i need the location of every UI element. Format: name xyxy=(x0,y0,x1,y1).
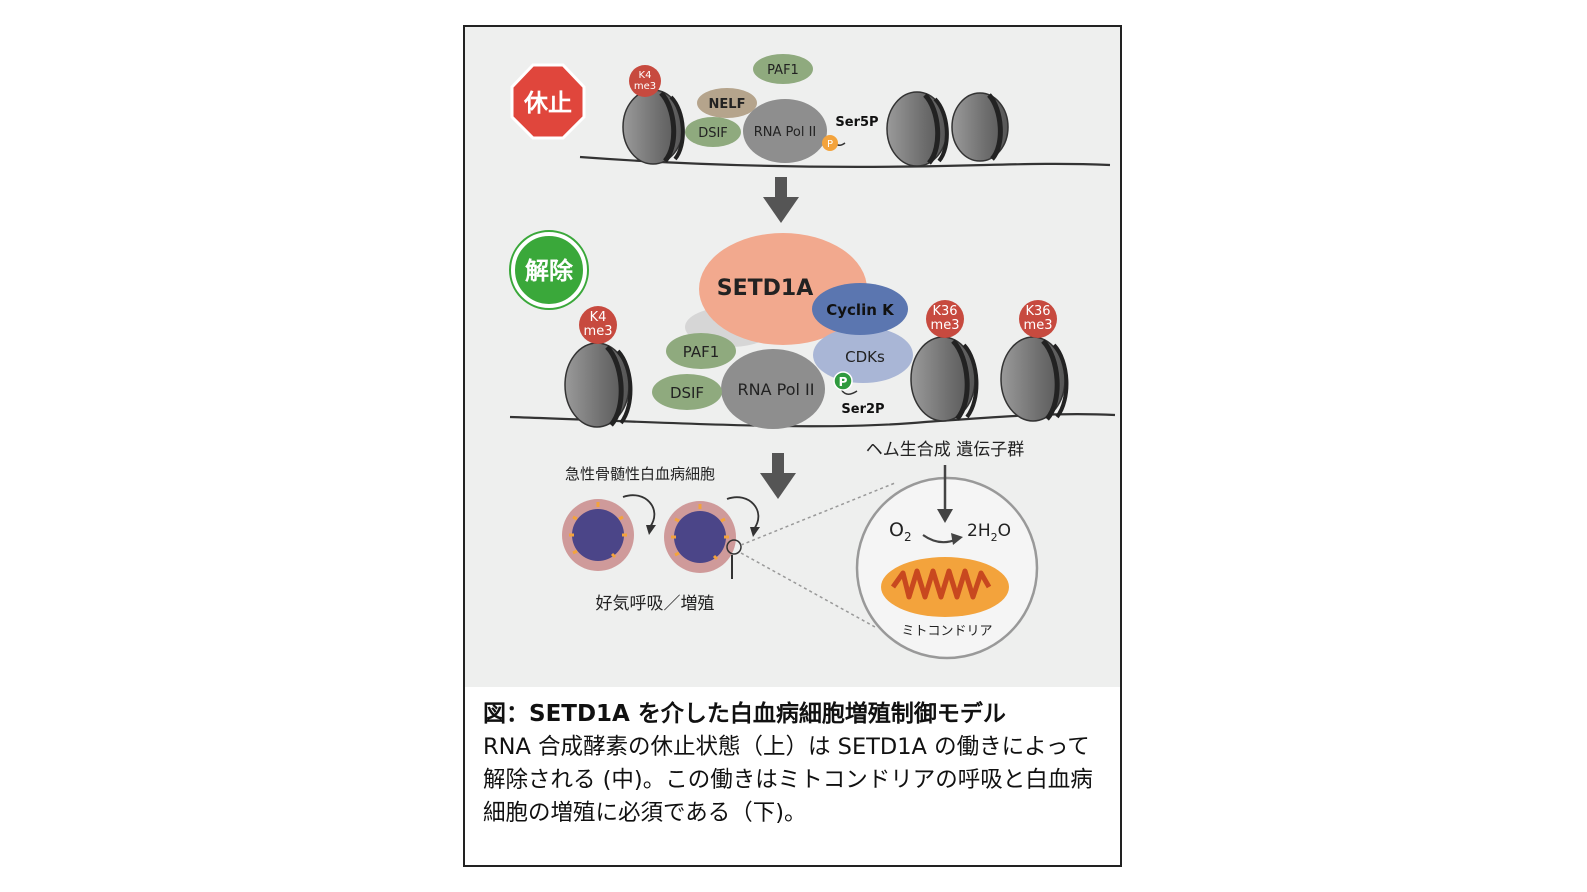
magnifier-icon xyxy=(726,539,742,555)
k36me3-mark: K36 me3 xyxy=(926,300,964,338)
cycle-arrow xyxy=(622,494,656,528)
svg-text:K4: K4 xyxy=(590,310,607,325)
svg-text:P: P xyxy=(827,139,833,150)
mitochondria-label: ミトコンドリア xyxy=(901,624,992,639)
rnapol-middle-label: RNA Pol II xyxy=(738,380,815,399)
paused-label: 休止 xyxy=(523,89,572,117)
rnapol-top xyxy=(743,99,827,163)
svg-text:K36: K36 xyxy=(1025,304,1050,319)
figure-caption: 図：SETD1A を介した白血病細胞増殖制御モデル RNA 合成酵素の休止状態（… xyxy=(465,687,1120,830)
go-sign: 解除 xyxy=(509,230,589,310)
nucleosome xyxy=(564,342,633,428)
svg-text:me3: me3 xyxy=(1024,318,1053,333)
dsif-top-label: DSIF xyxy=(698,126,728,141)
h2o-label: 2H2O xyxy=(967,521,1011,544)
svg-text:K36: K36 xyxy=(932,304,957,319)
rnapol-middle xyxy=(721,349,825,429)
nucleosome xyxy=(622,89,685,165)
cycle-arrow xyxy=(726,496,760,530)
nelf-label: NELF xyxy=(709,97,746,112)
paf1-middle-label: PAF1 xyxy=(683,343,720,361)
setd1a-label: SETD1A xyxy=(717,276,813,301)
figure-frame: 休止 K4 me3 PAF1 NELF xyxy=(463,25,1122,867)
nucleosome xyxy=(951,92,1009,162)
svg-text:me3: me3 xyxy=(634,81,656,92)
caption-title: 図：SETD1A を介した白血病細胞増殖制御モデル xyxy=(483,701,1006,727)
o2-label: O2 xyxy=(889,519,912,544)
dsif-protein-middle xyxy=(652,374,722,410)
dsif-middle-label: DSIF xyxy=(670,384,704,402)
svg-text:me3: me3 xyxy=(931,318,960,333)
paf1-protein xyxy=(753,54,813,84)
leukemia-cell xyxy=(664,501,736,573)
svg-text:K4: K4 xyxy=(639,70,652,81)
paf1-label: PAF1 xyxy=(767,63,799,78)
nucleosome xyxy=(1000,336,1069,422)
released-label: 解除 xyxy=(525,257,574,285)
leukemia-cell xyxy=(562,499,634,571)
mitochondrion xyxy=(881,557,1009,617)
svg-text:P: P xyxy=(839,375,848,389)
paf1-protein-middle xyxy=(666,333,736,369)
k36me3-mark-2: K36 me3 xyxy=(1019,300,1057,338)
heme-genes-label: ヘム生合成 遺伝子群 xyxy=(866,440,1024,460)
phospho-ser2 xyxy=(833,371,853,391)
nucleosome xyxy=(910,336,979,422)
svg-text:me3: me3 xyxy=(584,324,613,339)
nelf-protein xyxy=(697,88,757,118)
dsif-protein xyxy=(685,117,741,147)
cyclin-k-protein xyxy=(812,283,908,335)
cdks-label: CDKs xyxy=(845,348,885,366)
caption-body: RNA 合成酵素の休止状態（上）は SETD1A の働きによって解除される (中… xyxy=(483,734,1093,826)
cyclin-k-label: Cyclin K xyxy=(826,301,895,319)
rnapol-top-label: RNA Pol II xyxy=(754,125,817,140)
stop-sign: 休止 xyxy=(510,63,586,140)
k4me3-mark-middle: K4 me3 xyxy=(579,306,617,344)
down-arrow xyxy=(760,453,796,499)
nucleosome xyxy=(886,91,949,167)
respiration-label: 好気呼吸／増殖 xyxy=(596,594,715,614)
k4me3-mark: K4 me3 xyxy=(629,65,661,97)
diagram-panel: 休止 K4 me3 PAF1 NELF xyxy=(465,27,1120,687)
phospho-ser5 xyxy=(822,135,838,151)
ser5p-label: Ser5P xyxy=(835,115,878,130)
aml-cells-label: 急性骨髄性白血病細胞 xyxy=(565,465,715,483)
down-arrow xyxy=(763,177,799,223)
diagram-svg: 休止 K4 me3 PAF1 NELF xyxy=(509,54,1116,660)
ser2p-label: Ser2P xyxy=(841,402,884,417)
cdks-protein xyxy=(813,327,913,383)
